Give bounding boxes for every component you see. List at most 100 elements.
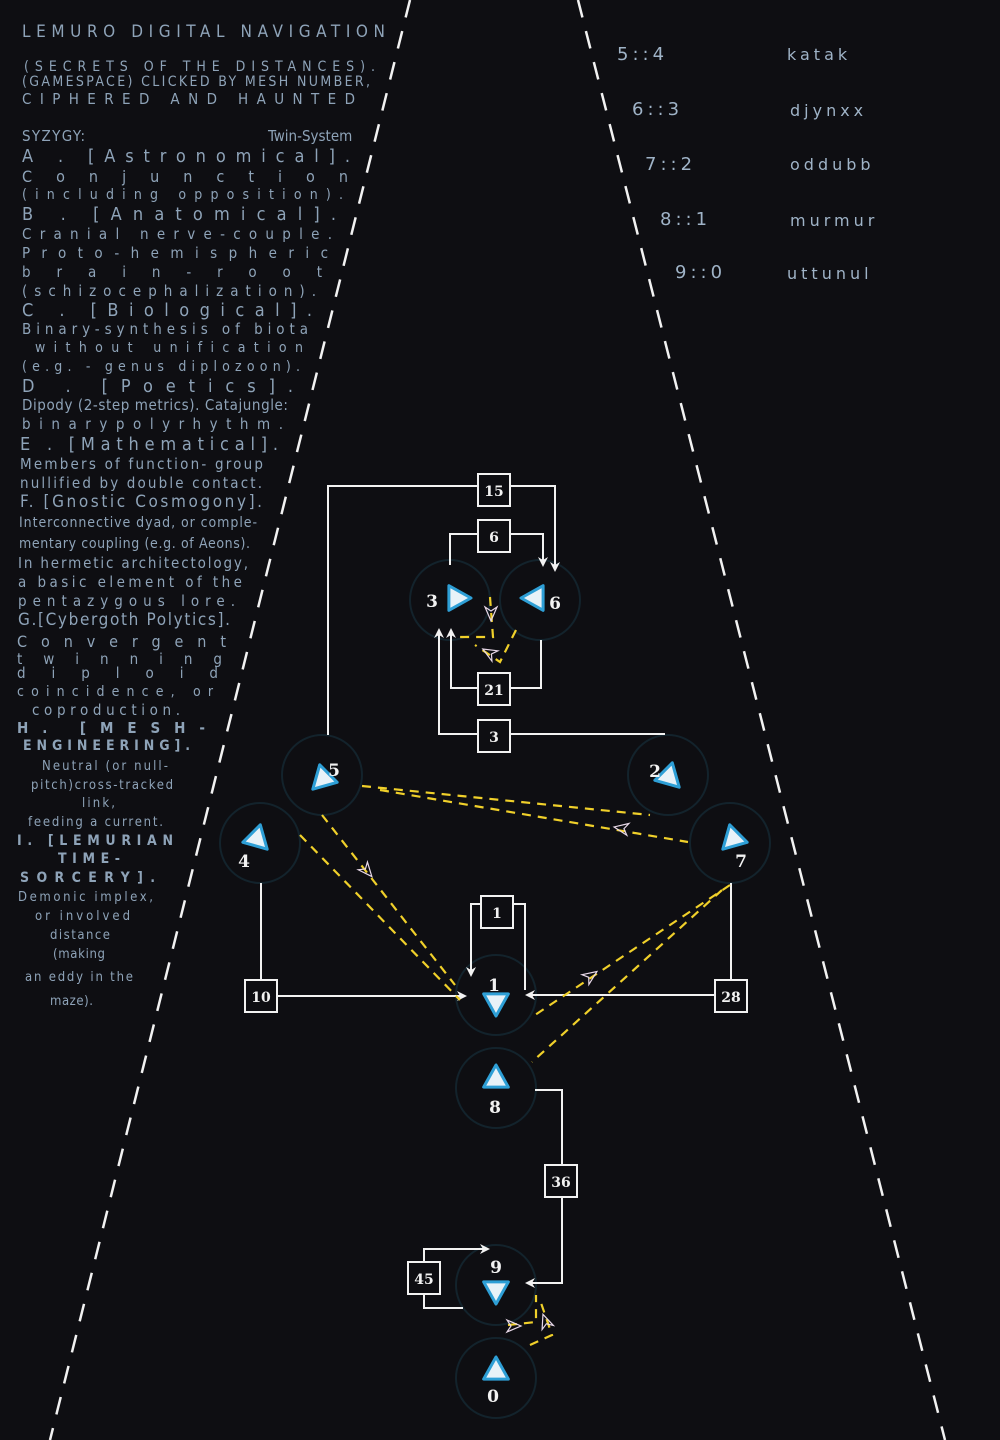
text-line: D . [Poetics]. — [22, 376, 306, 397]
zone-8-circle — [455, 1047, 537, 1129]
syzygy-arrow-icon — [356, 859, 373, 878]
text-line: C . [Biological]. — [22, 300, 323, 321]
current-45-label: 45 — [414, 1272, 433, 1288]
current-21-box — [477, 672, 511, 706]
text-line: binarypolyrhythm. — [22, 415, 292, 433]
zone-3-label: 3 — [426, 592, 438, 612]
syzygy-dashed-line — [321, 814, 456, 986]
syzygy-arrow-icon — [541, 1312, 556, 1332]
text-line: link, — [82, 796, 118, 811]
text-line: Proto-hemispheric — [22, 244, 340, 262]
current-wire — [510, 533, 548, 567]
text-line: twinning — [17, 650, 243, 668]
current-6-label: 6 — [489, 530, 499, 546]
current-3-box — [477, 719, 511, 753]
demon-name: oddubb — [790, 155, 875, 174]
text-line: B . [Anatomical]. — [22, 204, 348, 225]
ratio: 6::3 — [632, 99, 684, 120]
text-line: feeding a current. — [28, 815, 165, 830]
current-wire — [466, 903, 481, 977]
demon-name: uttunul — [787, 264, 873, 283]
zone-2-circle — [627, 734, 709, 816]
text-line: Members of function- group — [20, 455, 266, 473]
current-3-label: 3 — [489, 730, 499, 746]
text-line: diploid — [17, 664, 244, 682]
text-line: CIPHERED AND HAUNTED — [22, 90, 364, 108]
text-line: pentazygous lore. — [18, 592, 242, 610]
zone-6-label: 6 — [549, 594, 561, 614]
zone-7-triangle-icon — [721, 823, 749, 851]
syzygy-dashed-line — [531, 889, 723, 1063]
text-line: TIME- — [58, 851, 126, 867]
text-line: LEMURO DIGITAL NAVIGATION — [22, 22, 391, 42]
text-line: mentary coupling (e.g. of Aeons). — [19, 536, 251, 552]
current-28-box — [714, 979, 748, 1013]
current-15-label: 15 — [484, 484, 503, 500]
demon-name: murmur — [790, 211, 879, 230]
text-line: (GAMESPACE) CLICKED BY MESH NUMBER, — [22, 74, 373, 90]
right-boundary-dashed-line — [576, 0, 947, 1440]
zone-1-triangle-icon — [482, 992, 510, 1018]
text-line: without unification — [35, 340, 312, 356]
zone-2-triangle-icon — [653, 761, 681, 789]
ratio: 5::4 — [617, 44, 669, 65]
current-wire — [510, 640, 542, 689]
syzygy-arrow-icon — [579, 970, 599, 987]
zone-2-label: 2 — [649, 762, 661, 782]
current-1-box — [480, 895, 514, 929]
current-45-box — [407, 1261, 441, 1295]
demon-name: katak — [787, 45, 852, 64]
current-wire — [449, 533, 478, 565]
text-line: (including opposition). — [22, 187, 352, 203]
current-6-box — [477, 519, 511, 553]
text-line: Convergent — [17, 632, 240, 651]
zone-8-label: 8 — [489, 1098, 501, 1118]
text-line: Demonic implex, — [18, 890, 156, 905]
text-line: nullified by double contact. — [20, 474, 265, 492]
text-line: distance — [50, 928, 112, 943]
current-10-label: 10 — [251, 990, 271, 1006]
text-line: a basic element of the — [18, 573, 246, 591]
syzygy-dashed-line — [534, 884, 731, 1016]
text-line: (e.g. - genus diplozoon). — [22, 359, 306, 375]
zone-6-triangle-icon — [519, 584, 545, 612]
text-line: coincidence, or — [17, 684, 221, 700]
zone-8-triangle-icon — [482, 1063, 510, 1089]
syzygy-dashed-line — [299, 834, 461, 1001]
zone-4-label: 4 — [238, 852, 250, 872]
syzygy-dashed-line — [460, 596, 495, 639]
zone-1-label: 1 — [488, 976, 500, 996]
current-wire — [525, 1197, 563, 1288]
text-line: Interconnective dyad, or comple- — [19, 515, 258, 531]
text-line: Conjunction — [22, 167, 373, 186]
current-36-label: 36 — [551, 1175, 570, 1191]
text-line: G.[Cybergoth Polytics]. — [18, 610, 232, 630]
zone-4-triangle-icon — [241, 823, 269, 851]
text-line: E . [Mathematical]. — [20, 434, 284, 455]
zone-5-label: 5 — [328, 761, 340, 781]
text-line: maze). — [50, 994, 94, 1009]
text-line: coproduction. — [32, 701, 185, 719]
current-10-box — [244, 979, 278, 1013]
zone-0-circle — [455, 1337, 537, 1419]
zone-9-label: 9 — [490, 1258, 502, 1278]
text-line: (schizocephalization). — [22, 282, 324, 300]
zone-9-circle — [455, 1244, 537, 1326]
current-wire — [327, 485, 478, 735]
zone-7-label: 7 — [735, 852, 747, 872]
syzygy-dashed-line — [529, 1299, 554, 1347]
current-28-label: 28 — [721, 990, 740, 1006]
current-wire — [446, 628, 478, 689]
left-boundary-dashed-line — [48, 0, 412, 1440]
syzygy-dashed-line — [379, 788, 689, 844]
text-line: Neutral (or null- — [42, 759, 171, 774]
text-line: F. [Gnostic Cosmogony]. — [20, 492, 265, 512]
current-wire — [535, 1089, 563, 1165]
syzygy-arrow-icon — [483, 605, 499, 623]
current-wire — [434, 628, 478, 735]
current-wire — [423, 1244, 490, 1262]
text-line: In hermetic architectology, — [18, 554, 250, 572]
text-line: pitch)cross-tracked — [31, 778, 175, 793]
current-wire — [513, 903, 526, 990]
